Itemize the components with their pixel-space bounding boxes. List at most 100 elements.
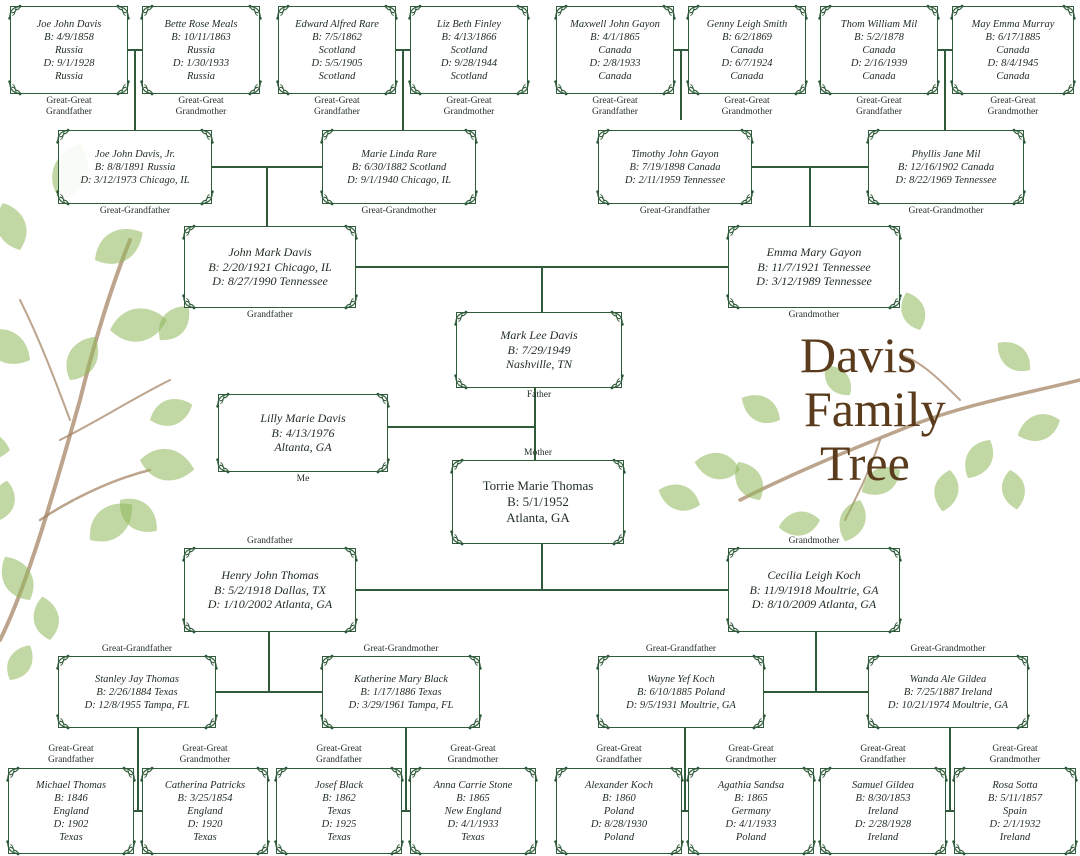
leaf-icon [158,306,190,341]
corner-flourish-icon [865,127,883,145]
leaf-icon [741,395,780,424]
leaf-icon [1,556,34,600]
member-detail: Russia [186,44,215,56]
member-name: Katherine Mary Black [354,673,448,685]
leaf-icon [7,645,33,680]
member-detail: D: 8/22/1969 Tennessee [895,174,997,186]
member-detail: Germany [731,805,771,817]
member-detail: B: 1865 [456,792,490,804]
corner-flourish-icon [319,127,337,145]
member-detail: D: 2/11/1959 Tennessee [624,174,726,186]
member-detail: Texas [193,831,217,843]
member-name: Torrie Marie Thomas [482,478,594,493]
member-detail: D: 4/1/1933 [447,818,499,830]
member-name: Wanda Ale Gildea [909,673,987,685]
member-detail: Canada [996,70,1030,82]
relationship-label: Grandmother [788,310,840,320]
corner-flourish-icon [595,653,613,671]
member-detail: D: 2/1/1932 [989,818,1041,830]
member-detail: D: 3/12/1973 Chicago, IL [80,174,190,186]
member-name: Joe John Davis [36,18,102,30]
member-detail: Texas [327,831,351,843]
title-word-davis: Davis [800,327,917,383]
leaf-icon [824,365,852,396]
member-detail: B: 2/20/1921 Chicago, IL [208,259,332,274]
member-detail: Ireland [999,831,1031,843]
member-detail: B: 7/25/1887 Ireland [903,686,993,698]
member-detail: D: 9/5/1931 Moultrie, GA [626,699,736,711]
corner-flourish-icon [553,839,571,856]
member-detail: D: 1902 [53,818,89,830]
member-name: Emma Mary Gayon [766,245,862,260]
member-detail: B: 5/2/1878 [854,31,904,43]
member-detail: Poland [603,805,635,817]
member-detail: D: 8/10/2009 Atlanta, GA [751,597,877,612]
relationship-label: Great-Grandmother [908,206,984,216]
leaf-icon [0,329,30,364]
member-detail: Scotland [318,70,356,82]
member-detail: B: 1/17/1886 Texas [360,686,442,698]
member-detail: B: 6/30/1882 Scotland [351,161,447,173]
leaf-icon [861,466,900,495]
member-detail: B: 8/8/1891 Russia [94,161,176,173]
member-detail: D: 9/28/1944 [440,57,498,69]
member-name: Rosa Sotta [992,779,1038,791]
corner-flourish-icon [725,223,743,241]
member-name: Henry John Thomas [221,568,319,583]
member-name: Stanley Jay Thomas [95,673,179,685]
leaf-icon [839,500,866,542]
member-detail: Russia [54,44,83,56]
member-detail: Canada [862,70,896,82]
member-detail: Texas [461,831,485,843]
member-detail: Canada [598,70,632,82]
corner-flourish-icon [685,3,703,21]
corner-flourish-icon [407,3,425,21]
leaf-icon [735,461,764,500]
leaf-icon [694,452,740,480]
branch-decoration [38,468,152,522]
corner-flourish-icon [817,765,835,783]
member-detail: Altanta, GA [274,440,332,455]
member-detail: B: 2/26/1884 Texas [96,686,178,698]
member-detail: Canada [996,44,1030,56]
member-detail: D: 2/28/1928 [854,818,912,830]
corner-flourish-icon [685,839,703,856]
member-detail: D: 6/7/1924 [721,57,773,69]
corner-flourish-icon [215,391,233,409]
corner-flourish-icon [181,223,199,241]
